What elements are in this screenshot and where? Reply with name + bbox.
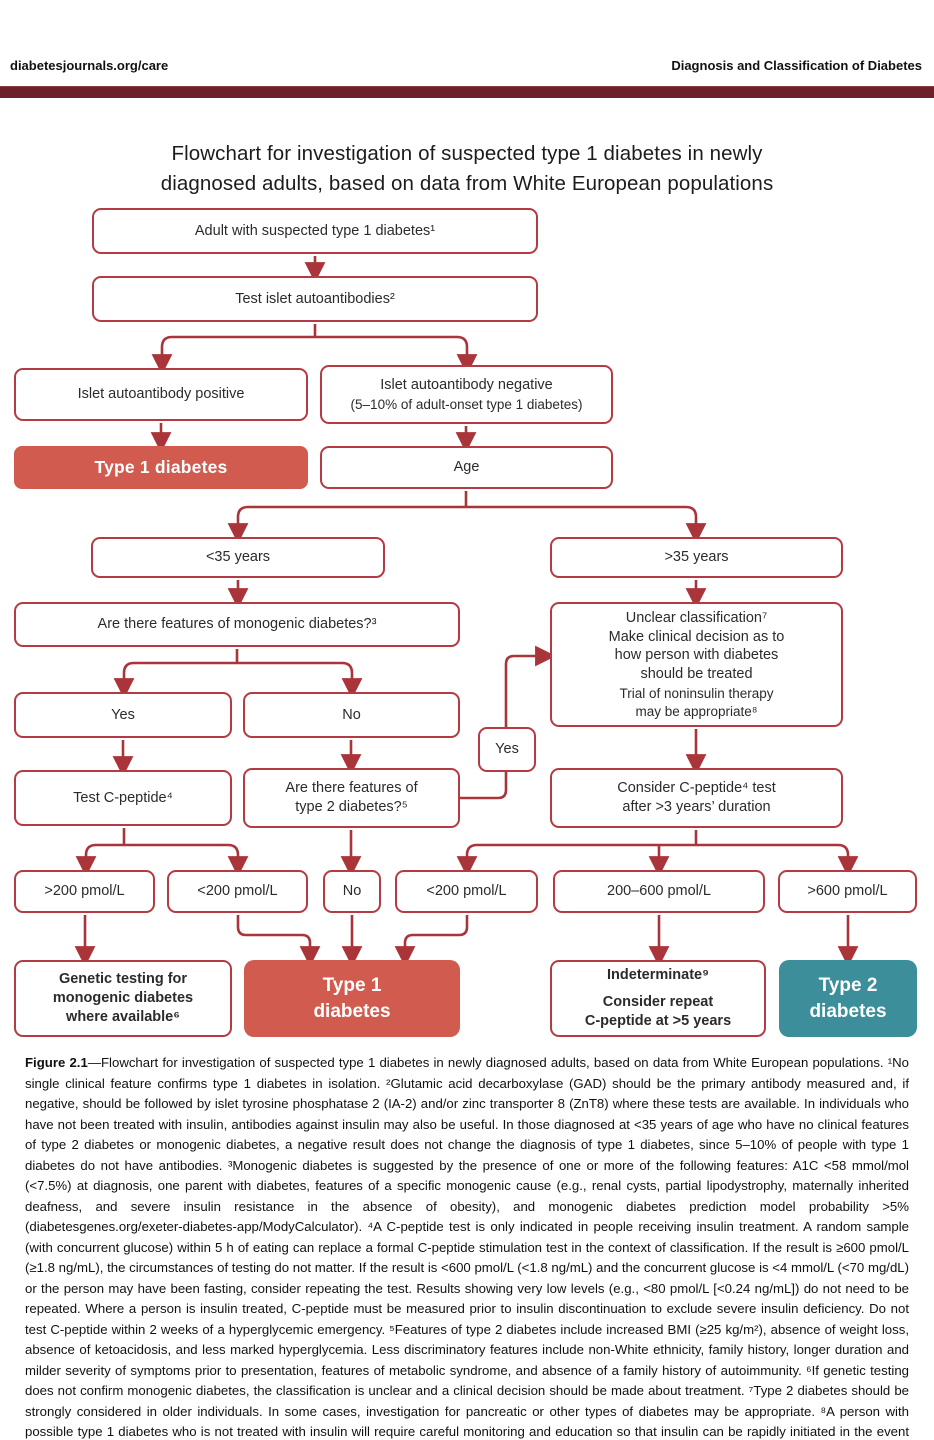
node-test-c-peptide: Test C-peptide⁴ (14, 770, 232, 826)
divider-bar (0, 86, 934, 98)
node-label: No (342, 706, 361, 723)
node-genetic-testing: Genetic testing for monogenic diabetes w… (14, 960, 232, 1037)
node-monogenic-features-question: Are there features of monogenic diabetes… (14, 602, 460, 647)
node-label: Test C-peptide⁴ (73, 789, 173, 806)
node-type1-diabetes-final: Type 1 diabetes (244, 960, 460, 1037)
node-type2-diabetes-final: Type 2 diabetes (779, 960, 917, 1037)
node-label: Are there features of monogenic diabetes… (97, 616, 377, 633)
node-200-600-pmol: 200–600 pmol/L (553, 870, 765, 913)
node-label: Age (453, 459, 480, 476)
node-monogenic-no: No (243, 692, 460, 738)
node-label: <200 pmol/L (426, 883, 507, 900)
node-label: >200 pmol/L (44, 883, 125, 900)
node-label: <200 pmol/L (197, 883, 278, 900)
node-gt-600-pmol: >600 pmol/L (778, 870, 917, 913)
node-label: Islet autoantibody positive (77, 386, 245, 403)
node-label: >600 pmol/L (807, 883, 888, 900)
node-over-35-years: >35 years (550, 537, 843, 578)
node-label: Yes (111, 706, 135, 723)
node-label: Yes (495, 741, 519, 758)
node-islet-autoantibody-negative: Islet autoantibody negative (5–10% of ad… (320, 365, 613, 424)
node-label: Indeterminate⁹ (607, 967, 709, 984)
node-consider-c-peptide: Consider C-peptide⁴ test after >3 years’… (550, 768, 843, 828)
node-label: Type 2 diabetes (809, 975, 887, 1022)
node-note: Trial of noninsulin therapy may be appro… (619, 686, 774, 719)
node-sublabel: Consider repeat C-peptide at >5 years (584, 994, 732, 1029)
figure-title: Flowchart for investigation of suspected… (160, 142, 774, 195)
caption-text: —Flowchart for investigation of suspecte… (25, 1055, 909, 1440)
node-indeterminate: Indeterminate⁹ Consider repeat C-peptide… (550, 960, 766, 1037)
node-label: Test islet autoantibodies² (235, 290, 395, 307)
node-no-small: No (323, 870, 381, 913)
figure-caption: Figure 2.1—Flowchart for investigation o… (25, 1053, 909, 1440)
node-sublabel: (5–10% of adult-onset type 1 diabetes) (350, 396, 583, 412)
node-gt-200-pmol: >200 pmol/L (14, 870, 155, 913)
node-lt-200-pmol-right: <200 pmol/L (395, 870, 538, 913)
running-header-journal: diabetesjournals.org/care (10, 58, 169, 73)
node-label: Unclear classification⁷ (625, 609, 768, 626)
node-label: <35 years (205, 549, 271, 566)
node-test-islet-autoantibodies: Test islet autoantibodies² (92, 276, 538, 322)
node-under-35-years: <35 years (91, 537, 385, 578)
node-label: Islet autoantibody negative (380, 376, 553, 393)
node-label: Are there features of type 2 diabetes?⁵ (285, 780, 418, 815)
node-unclear-classification: Unclear classification⁷ Make clinical de… (550, 602, 843, 727)
node-label: 200–600 pmol/L (607, 883, 711, 900)
running-header-section: Diagnosis and Classification of Diabetes (671, 58, 922, 73)
node-sublabel: Make clinical decision as to how person … (608, 628, 785, 683)
node-label: No (342, 883, 362, 900)
node-label: Genetic testing for monogenic diabetes w… (52, 971, 194, 1025)
node-label: Adult with suspected type 1 diabetes¹ (194, 222, 436, 239)
node-type1-diabetes: Type 1 diabetes (14, 446, 308, 489)
node-label: >35 years (664, 549, 729, 566)
node-label: Type 1 diabetes (94, 457, 228, 478)
node-adult-suspected-t1d: Adult with suspected type 1 diabetes¹ (92, 208, 538, 254)
node-islet-autoantibody-positive: Islet autoantibody positive (14, 368, 308, 421)
node-type2-features-yes: Yes (478, 727, 536, 772)
node-label: Type 1 diabetes (313, 975, 391, 1022)
node-lt-200-pmol-left: <200 pmol/L (167, 870, 308, 913)
caption-label: Figure 2.1 (25, 1055, 88, 1070)
node-monogenic-yes: Yes (14, 692, 232, 738)
node-age: Age (320, 446, 613, 489)
flowchart-connectors (74, 256, 859, 967)
node-type2-features-question: Are there features of type 2 diabetes?⁵ (243, 768, 460, 828)
node-label: Consider C-peptide⁴ test after >3 years’… (617, 780, 776, 815)
